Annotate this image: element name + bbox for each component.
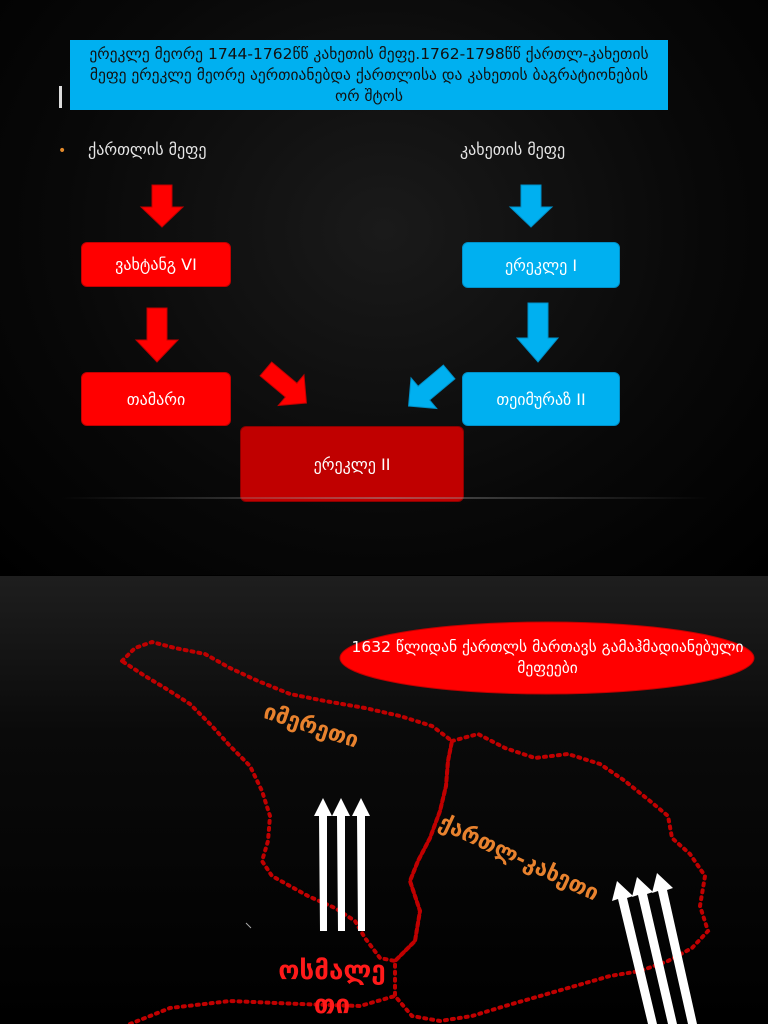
info-ellipse [339,621,755,695]
map-layer [118,621,755,1024]
text-cursor [59,86,62,108]
bullet-marker: • [58,143,67,159]
slide-dynasty-diagram: ერეკლე მეორე 1744-1762წწ კახეთის მეფე.17… [0,0,768,575]
box-tamari: თამარი [81,372,231,426]
slide-map: 1632 წლიდან ქართლს მართავს გამაჰმადიანებ… [0,576,768,1024]
ottoman-line-2: თი [313,990,351,1020]
kartli-king-heading: ქართლის მეფე [88,140,207,159]
box-teimuraz: თეიმურაზ II [462,372,620,426]
red-diagonal-arrow-icon [259,361,307,407]
box-vakhtang: ვახტანგ VI [81,242,231,287]
red-down-arrow-icon [139,184,185,228]
ottoman-line-1: ოსმალე [278,956,386,986]
ottoman-label: ოსმალე თი [262,954,402,1022]
small-tick-mark [245,922,252,929]
kakheti-king-heading: კახეთის მეფე [460,140,566,159]
white-arrows-east [612,873,697,1024]
floor-reflection-line [60,497,710,499]
box-erekle-1: ერეკლე I [462,242,620,288]
arrows-layer [134,184,560,410]
slide-gap [0,575,768,576]
blue-diagonal-arrow-icon [408,364,456,410]
title-banner: ერეკლე მეორე 1744-1762წწ კახეთის მეფე.17… [70,40,668,110]
box-erekle-2: ერეკლე II [240,426,464,502]
ellipse-label: 1632 წლიდან ქართლს მართავს გამაჰმადიანებ… [351,638,744,677]
blue-down-arrow-icon [515,302,560,363]
blue-down-arrow-icon [508,184,554,228]
southern-border [128,994,397,1024]
white-arrows-west [314,798,370,931]
red-down-arrow-icon [134,307,180,363]
kartli-kakheti-border [393,731,711,1024]
